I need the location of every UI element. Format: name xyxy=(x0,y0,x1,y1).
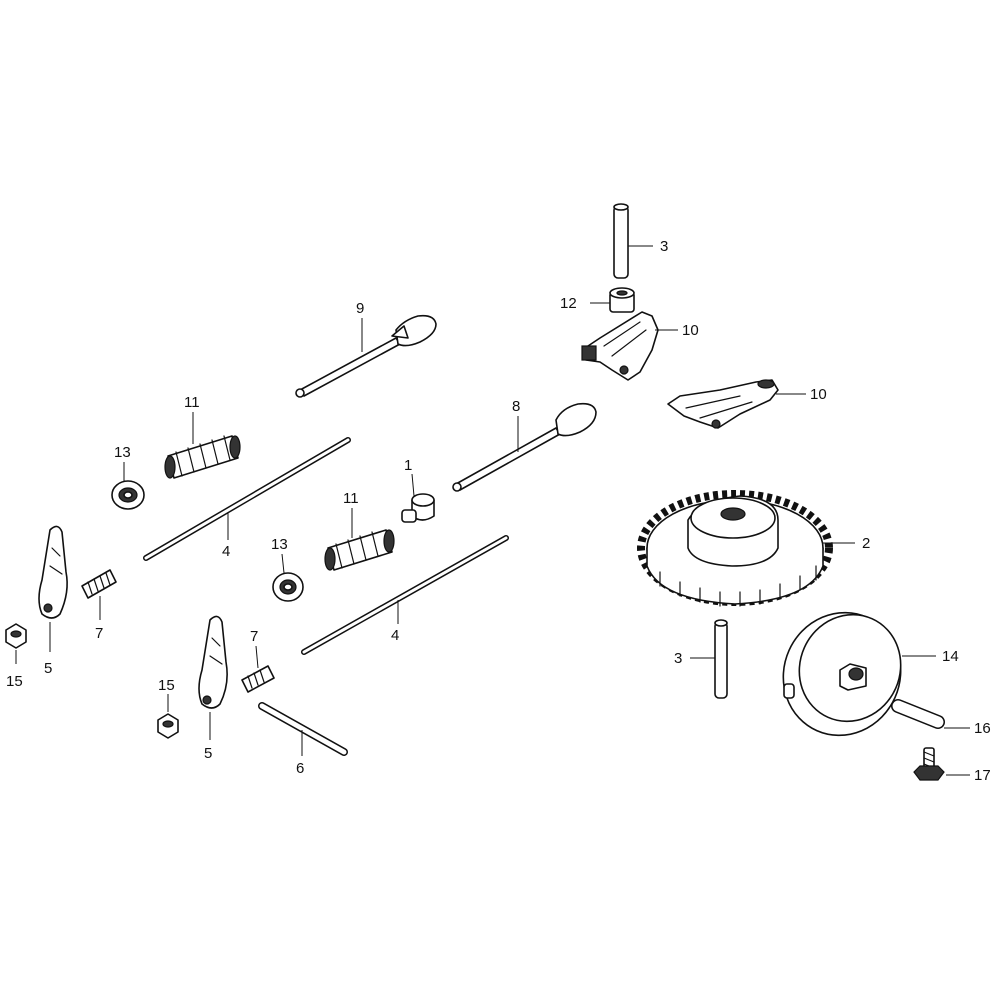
part-spring-upper xyxy=(164,435,241,479)
part-tappet-middle xyxy=(198,615,228,709)
callout-3-lower: 3 xyxy=(674,650,682,667)
callout-16: 16 xyxy=(974,720,991,737)
part-retainer-upper xyxy=(111,480,145,510)
part-dowel-pin xyxy=(891,699,945,729)
part-bolt xyxy=(913,747,945,781)
part-push-rod-upper xyxy=(143,437,351,561)
callout-6: 6 xyxy=(296,760,304,777)
part-spring-middle xyxy=(324,529,395,571)
callout-4-upper: 4 xyxy=(222,543,230,560)
callout-7-middle: 7 xyxy=(250,628,258,645)
callout-14: 14 xyxy=(942,648,959,665)
callout-11-middle: 11 xyxy=(343,490,359,507)
part-collar xyxy=(609,287,635,313)
part-adjuster-screw-middle xyxy=(241,665,275,693)
part-shaft xyxy=(258,702,348,756)
callout-15-left: 15 xyxy=(6,673,23,690)
callout-13-upper: 13 xyxy=(114,444,131,461)
callout-2: 2 xyxy=(862,535,870,552)
part-retainer-middle xyxy=(272,572,304,602)
callout-5-middle: 5 xyxy=(204,745,212,762)
callout-10-upper: 10 xyxy=(682,322,699,339)
part-cam-gear xyxy=(637,490,833,607)
callout-12: 12 xyxy=(560,295,577,312)
part-pin-lower xyxy=(714,619,728,699)
part-rocker-arm-upper xyxy=(581,311,659,381)
callout-5-left: 5 xyxy=(44,660,52,677)
part-plate xyxy=(782,611,902,737)
callout-4-lower: 4 xyxy=(391,627,399,644)
callout-9: 9 xyxy=(356,300,364,317)
callout-17: 17 xyxy=(974,767,991,784)
part-pin-top xyxy=(613,203,629,279)
part-valve-middle xyxy=(452,402,597,492)
callout-15-middle: 15 xyxy=(158,677,175,694)
callout-3-top: 3 xyxy=(660,238,668,255)
callout-8: 8 xyxy=(512,398,520,415)
part-push-rod-lower xyxy=(301,535,509,655)
callout-13-middle: 13 xyxy=(271,536,288,553)
part-nut-left xyxy=(5,623,27,649)
callout-11-upper: 11 xyxy=(184,394,200,411)
callout-7-left: 7 xyxy=(95,625,103,642)
callout-10-lower: 10 xyxy=(810,386,827,403)
part-valve-cap xyxy=(401,493,435,523)
part-tappet-left xyxy=(38,525,68,619)
part-adjuster-screw-left xyxy=(81,569,117,599)
part-valve-upper xyxy=(295,314,437,398)
part-nut-middle xyxy=(157,713,179,739)
part-rocker-arm-lower xyxy=(667,379,779,429)
callout-1: 1 xyxy=(404,457,412,474)
